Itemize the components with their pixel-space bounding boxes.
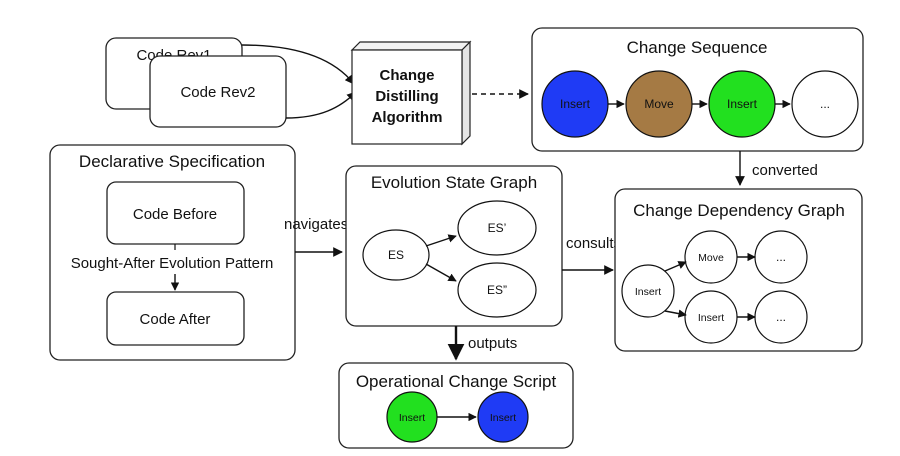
esg-node-es1-label: ES’ [488, 221, 507, 235]
seq-node-3-label: Insert [727, 97, 758, 111]
edge-rev1-to-algorithm [241, 44, 355, 85]
evolution-graph-box: Evolution State Graph ES ES’ ES” [345, 165, 563, 327]
algorithm-label-line2: Distilling [375, 88, 438, 105]
seq-node-4-label: ... [820, 97, 830, 111]
esg-edge-1 [425, 234, 457, 247]
algorithm-label-line1: Change [379, 67, 434, 84]
esg-node-es1 [457, 200, 537, 256]
esg-node-es2 [457, 262, 537, 318]
declarative-spec-title: Declarative Specification [79, 152, 265, 171]
code-before-label: Code Before [133, 206, 217, 223]
code-after-label: Code After [140, 311, 211, 328]
dep-edge-2 [664, 309, 687, 318]
change-sequence-box: Change Sequence Insert Move Insert ... [531, 27, 864, 152]
code-after-box [106, 291, 245, 346]
evolution-graph-title: Evolution State Graph [371, 173, 537, 192]
script-node-1-label: Insert [399, 412, 425, 424]
change-sequence-title: Change Sequence [627, 38, 768, 57]
edge-label-consults: consults [566, 235, 621, 252]
code-rev2-label: Code Rev2 [180, 84, 255, 101]
pattern-label: Sought-After Evolution Pattern [71, 255, 274, 272]
script-node-2 [477, 391, 529, 443]
dep-node-move-label: Move [698, 252, 724, 264]
edge-label-navigates: navigates [284, 216, 348, 233]
dep-node-insert-a [621, 264, 675, 318]
esg-node-es [362, 229, 430, 281]
dependency-graph-title: Change Dependency Graph [633, 201, 845, 220]
seq-node-2-label: Move [644, 97, 674, 111]
declarative-spec-box: Declarative Specification Code Before So… [49, 144, 296, 361]
edge-label-outputs: outputs [468, 335, 517, 352]
operational-script-title: Operational Change Script [356, 372, 557, 391]
algorithm-block: Change Distilling Algorithm [350, 40, 472, 146]
dep-node-dots-b-label: ... [776, 310, 786, 324]
code-rev2-box: Code Rev2 [149, 55, 287, 128]
esg-edge-2 [425, 263, 457, 282]
edge-label-converted: converted [752, 162, 818, 179]
edge-rev2-to-algorithm [285, 91, 357, 119]
seq-node-4 [791, 70, 859, 138]
dep-edge-1 [664, 261, 687, 272]
esg-node-es2-label: ES” [487, 283, 507, 297]
dep-node-insert-a-label: Insert [635, 286, 661, 298]
seq-node-1-label: Insert [560, 97, 591, 111]
esg-node-es-label: ES [388, 248, 404, 262]
dep-node-insert-b-label: Insert [698, 312, 724, 324]
operational-script-box: Operational Change Script Insert Insert [338, 362, 574, 449]
dependency-graph-box: Change Dependency Graph Insert Move ... … [614, 188, 863, 352]
algorithm-label-line3: Algorithm [372, 109, 443, 126]
dep-node-dots-a-label: ... [776, 250, 786, 264]
script-node-2-label: Insert [490, 412, 516, 424]
